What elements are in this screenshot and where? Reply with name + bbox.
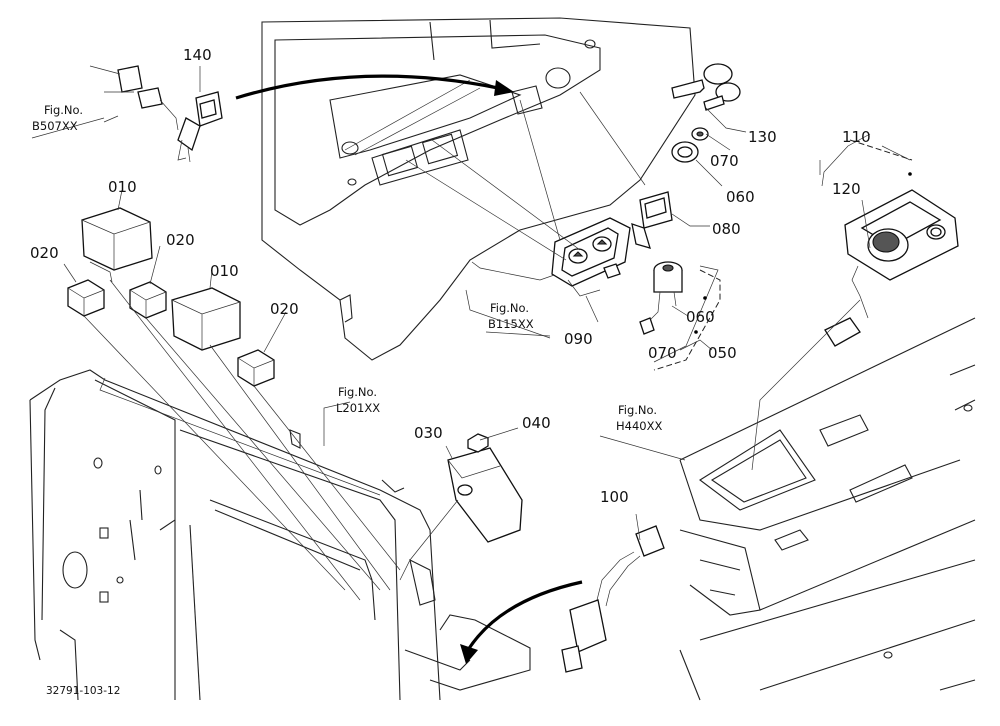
part-number-labels: 140 130 070 060 110 120 080 010 020 020 … xyxy=(30,46,871,506)
arrow-indicators xyxy=(235,74,583,664)
fig-ref-label-b507: Fig.No. xyxy=(44,103,83,117)
part-label-140: 140 xyxy=(183,46,212,64)
roof-panel-outline xyxy=(679,317,976,701)
part-label-020-b: 020 xyxy=(166,231,195,249)
part-100-sensor xyxy=(561,525,665,673)
part-label-010-b: 010 xyxy=(210,262,239,280)
fig-ref-code-l201: L201XX xyxy=(336,401,380,415)
figure-references: Fig.No. B507XX Fig.No. B115XX Fig.No. L2… xyxy=(32,103,662,433)
part-label-110: 110 xyxy=(842,128,871,146)
leader-lines xyxy=(31,66,913,601)
fig-ref-code-h440: H440XX xyxy=(616,419,662,433)
part-label-050: 050 xyxy=(708,344,737,362)
part-label-020-a: 020 xyxy=(30,244,59,262)
part-label-100: 100 xyxy=(600,488,629,506)
part-010-relay-b xyxy=(171,287,241,351)
part-030-bracket xyxy=(447,447,523,543)
part-label-130: 130 xyxy=(748,128,777,146)
fig-ref-label-b115: Fig.No. xyxy=(490,301,529,315)
part-040-nut xyxy=(467,433,489,453)
dash-panel-outline xyxy=(261,17,696,361)
cab-frame-outline xyxy=(29,369,531,701)
part-010-relay-a xyxy=(81,207,153,283)
part-020-cap-a xyxy=(67,279,105,317)
fig-ref-label-h440: Fig.No. xyxy=(618,403,657,417)
fig-ref-code-b507: B507XX xyxy=(32,119,78,133)
part-label-070: 070 xyxy=(710,152,739,170)
part-label-020-c: 020 xyxy=(270,300,299,318)
part-090-switch-plate xyxy=(551,217,631,297)
part-label-120: 120 xyxy=(832,180,861,198)
part-020-cap-c xyxy=(237,349,275,387)
part-label-030: 030 xyxy=(414,424,443,442)
part-130-key xyxy=(671,63,741,111)
part-label-010-a: 010 xyxy=(108,178,137,196)
part-label-070-b: 070 xyxy=(648,344,677,362)
fig-ref-label-l201: Fig.No. xyxy=(338,385,377,399)
part-110-panel xyxy=(824,189,959,347)
fig-ref-code-b115: B115XX xyxy=(488,317,534,331)
part-070-washer xyxy=(691,127,709,141)
part-050-ignition-switch xyxy=(639,261,683,335)
part-020-cap-b xyxy=(129,281,167,319)
part-label-060-b: 060 xyxy=(686,308,715,326)
part-label-060: 060 xyxy=(726,188,755,206)
part-060-nut xyxy=(671,141,699,163)
drawing-number: 32791-103-12 xyxy=(46,685,120,697)
part-label-040: 040 xyxy=(522,414,551,432)
part-140-switch xyxy=(89,65,223,163)
part-080-switch xyxy=(631,191,673,249)
part-label-080: 080 xyxy=(712,220,741,238)
part-label-090: 090 xyxy=(564,330,593,348)
